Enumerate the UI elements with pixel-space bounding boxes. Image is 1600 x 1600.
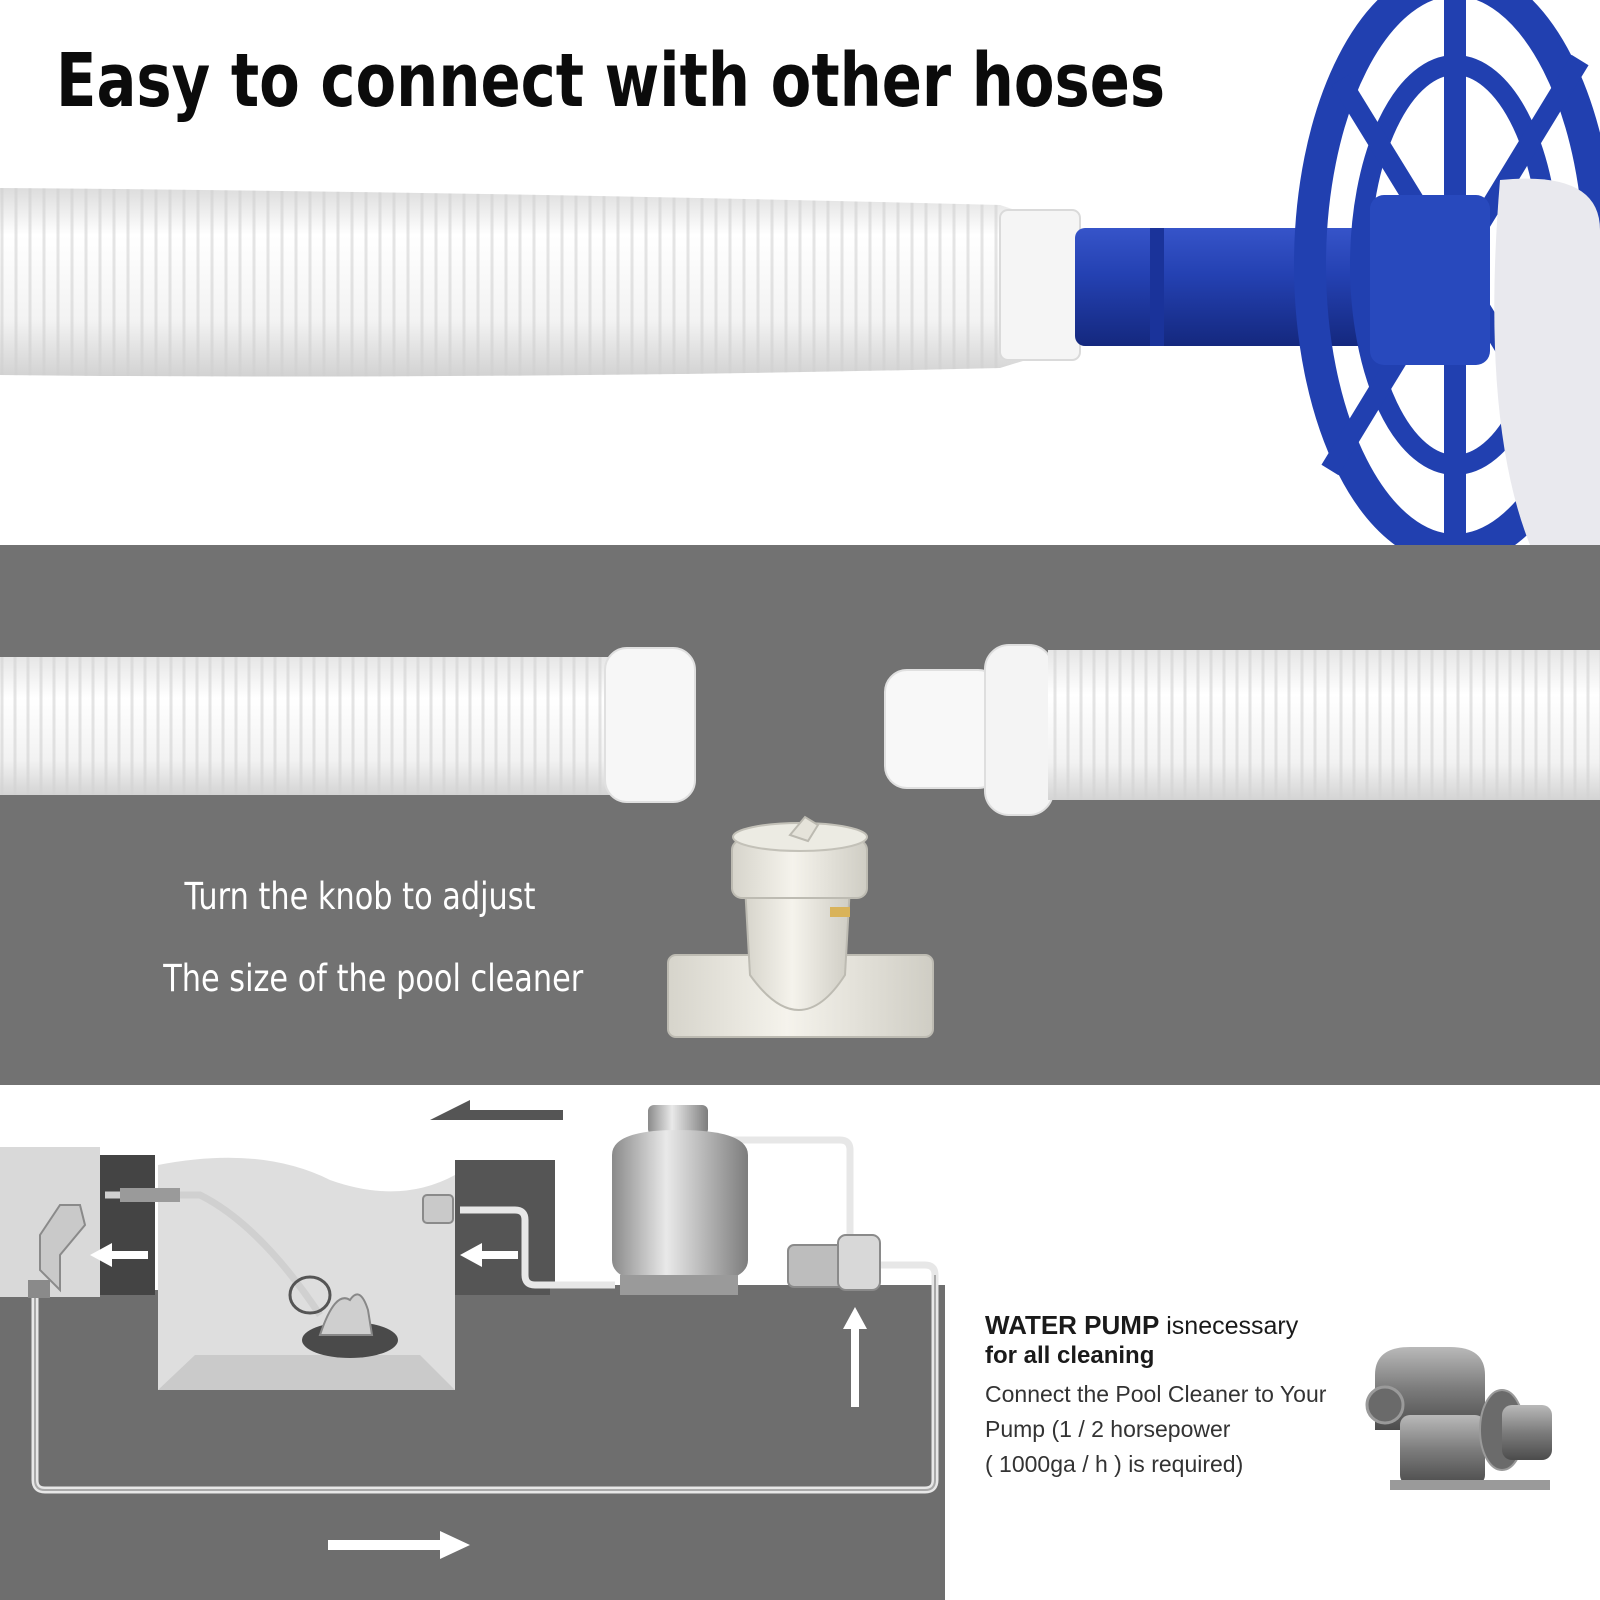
filter-tank-icon	[612, 1105, 748, 1295]
plumbing-diagram-section: WATER PUMP isnecessary for all cleaning …	[0, 1085, 1600, 1600]
cleaner-hose	[105, 1191, 323, 1317]
arrow-right-icon	[328, 1531, 470, 1559]
valve-knob	[788, 815, 820, 843]
pump-info-title: WATER PUMP isnecessary	[985, 1310, 1385, 1341]
pump-info-title-rest: isnecessary	[1159, 1312, 1299, 1340]
hose-ends-illustration	[0, 644, 1600, 1038]
pump-info-line: Pump (1 / 2 horsepower	[985, 1416, 1231, 1442]
pump-info-line: Connect the Pool Cleaner to Your	[985, 1381, 1327, 1407]
pump-info-title-emphasis: WATER PUMP	[985, 1310, 1160, 1340]
pump-info-block: WATER PUMP isnecessary for all cleaning …	[985, 1310, 1385, 1482]
ground-block	[0, 1290, 945, 1600]
connector-section: Turn the knob to adjust The size of the …	[0, 545, 1600, 1085]
pump-icon	[787, 1234, 881, 1291]
valve-caption-line2: The size of the pool cleaner	[163, 957, 584, 1000]
flow-arrows	[90, 1243, 867, 1559]
hero-section: Easy to connect with other hoses	[0, 0, 1600, 545]
hose-with-cleaner-illustration	[0, 0, 1600, 545]
page-title: Easy to connect with other hoses	[56, 38, 1166, 124]
pump-info-subtitle: for all cleaning	[985, 1342, 1155, 1369]
pump-info-body: Connect the Pool Cleaner to Your Pump (1…	[985, 1377, 1385, 1482]
hose-cuff	[999, 209, 1081, 361]
valve-caption-line1: Turn the knob to adjust	[184, 875, 536, 918]
left-hose-end	[0, 647, 696, 803]
pool-cleaner-icon	[288, 1275, 398, 1358]
arrow-up-icon	[843, 1307, 867, 1407]
wheel-hub	[1370, 195, 1490, 365]
skimmer-valve-icon	[28, 1204, 87, 1298]
blue-connector-tube	[1075, 228, 1395, 346]
water-pump-photo	[1365, 1347, 1552, 1490]
arrow-left-icon	[430, 1100, 563, 1120]
pool-plumbing-diagram	[0, 1100, 1552, 1600]
arrow-left-icon	[90, 1243, 148, 1267]
right-hose-end	[884, 644, 1600, 816]
pump-info-line: ( 1000ga / h ) is required)	[985, 1451, 1244, 1477]
return-inlet	[422, 1194, 454, 1224]
flow-valve	[667, 815, 934, 1038]
arrow-left-icon	[460, 1243, 518, 1267]
